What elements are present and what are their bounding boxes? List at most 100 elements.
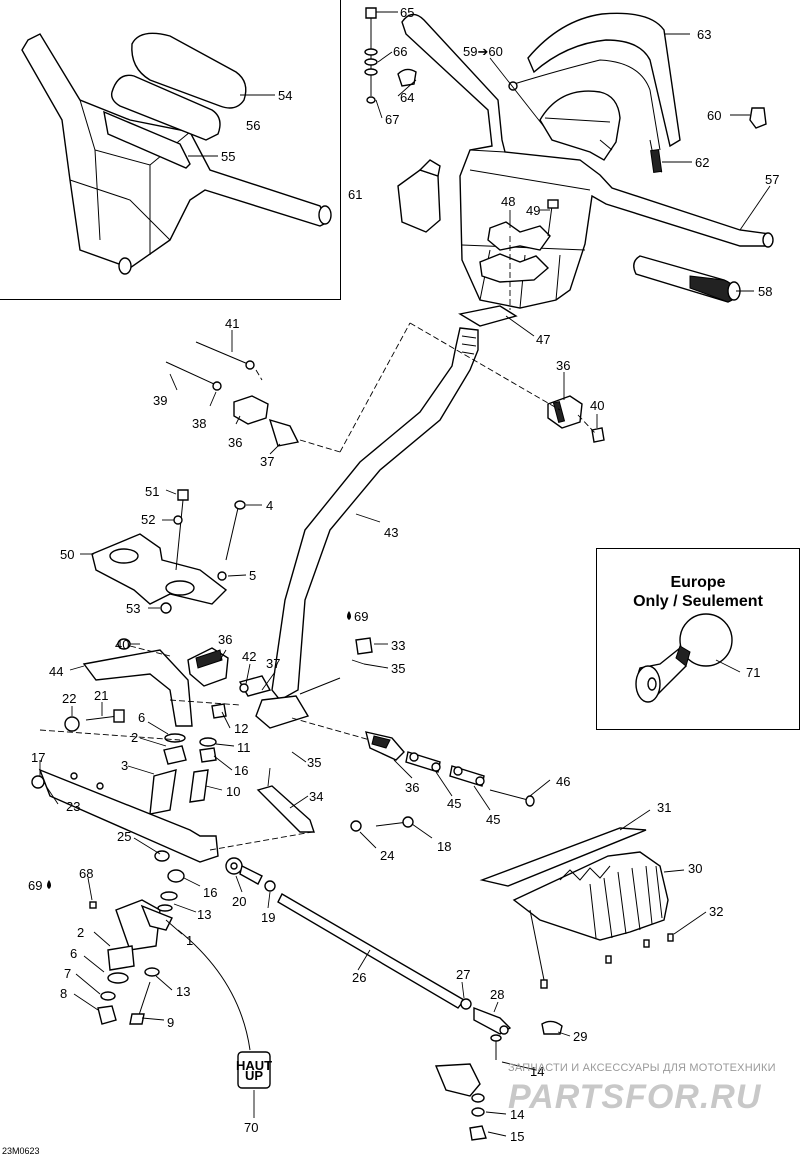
switch-housing bbox=[397, 159, 441, 233]
callout-71: 71 bbox=[746, 665, 760, 680]
callout-10: 10 bbox=[226, 784, 240, 799]
callout-43: 43 bbox=[384, 525, 398, 540]
callout-27: 27 bbox=[456, 967, 470, 982]
callout-16-a: 16 bbox=[234, 763, 248, 778]
callout-2-b: 2 bbox=[77, 925, 84, 940]
callout-65: 65 bbox=[400, 5, 414, 20]
lower-column bbox=[89, 850, 185, 1025]
callout-26: 26 bbox=[352, 970, 366, 985]
callout-30: 30 bbox=[688, 861, 702, 876]
cable-62 bbox=[649, 139, 663, 174]
inset-leaders bbox=[188, 94, 275, 157]
callout-16-b: 16 bbox=[203, 885, 217, 900]
callout-54: 54 bbox=[278, 88, 292, 103]
europe-only-box: Europe Only / Seulement bbox=[596, 548, 800, 730]
callout-44: 44 bbox=[49, 664, 63, 679]
callout-37-b: 37 bbox=[266, 656, 280, 671]
callout-3: 3 bbox=[121, 758, 128, 773]
callout-66: 66 bbox=[393, 44, 407, 59]
callout-18: 18 bbox=[437, 839, 451, 854]
callout-5: 5 bbox=[249, 568, 256, 583]
callout-1: 1 bbox=[186, 933, 193, 948]
callout-70: 70 bbox=[244, 1120, 258, 1135]
callout-63: 63 bbox=[697, 27, 711, 42]
callout-39: 39 bbox=[153, 393, 167, 408]
oil-drop-icon bbox=[347, 611, 351, 620]
callout-57: 57 bbox=[765, 172, 779, 187]
callout-23: 23 bbox=[66, 799, 80, 814]
callout-61: 61 bbox=[348, 187, 362, 202]
callout-68: 68 bbox=[79, 866, 93, 881]
callout-45-b: 45 bbox=[486, 812, 500, 827]
callout-62: 62 bbox=[695, 155, 709, 170]
callout-69-a: 69 bbox=[354, 609, 368, 624]
callout-49: 49 bbox=[526, 203, 540, 218]
callout-17: 17 bbox=[31, 750, 45, 765]
callout-8: 8 bbox=[60, 986, 67, 1001]
rod-end-parts bbox=[209, 717, 535, 851]
callout-58: 58 bbox=[758, 284, 772, 299]
hand-guard bbox=[508, 12, 681, 151]
upper-bearing bbox=[165, 322, 605, 453]
callout-46: 46 bbox=[556, 774, 570, 789]
small-hardware bbox=[364, 7, 417, 104]
callout-37-a: 37 bbox=[260, 454, 274, 469]
europe-note-line2: Only / Seulement bbox=[633, 593, 763, 610]
callout-36-a: 36 bbox=[556, 358, 570, 373]
callout-14-b: 14 bbox=[510, 1107, 524, 1122]
callout-69-b: 69 bbox=[28, 878, 42, 893]
haut-up-line1: HAUT bbox=[236, 1058, 272, 1073]
callout-4: 4 bbox=[266, 498, 273, 513]
callout-13-a: 13 bbox=[197, 907, 211, 922]
callout-6-a: 6 bbox=[138, 710, 145, 725]
callout-47: 47 bbox=[536, 332, 550, 347]
oil-drop-icons bbox=[47, 611, 351, 889]
callout-7: 7 bbox=[64, 966, 71, 981]
haut-up-line2: UP bbox=[245, 1068, 263, 1083]
callout-28: 28 bbox=[490, 987, 504, 1002]
handlebar bbox=[401, 13, 774, 309]
callout-19: 19 bbox=[261, 910, 275, 925]
oil-drop-icon bbox=[47, 880, 51, 889]
callout-34: 34 bbox=[309, 789, 323, 804]
boot-cover bbox=[479, 827, 674, 989]
clip-60 bbox=[749, 107, 767, 129]
callout-60: 60 bbox=[707, 108, 721, 123]
callout-24: 24 bbox=[380, 848, 394, 863]
callout-64: 64 bbox=[400, 90, 414, 105]
callout-50: 50 bbox=[60, 547, 74, 562]
pivot-parts bbox=[299, 637, 373, 695]
europe-note-line1: Europe bbox=[670, 574, 726, 591]
inset-pad bbox=[103, 32, 247, 169]
callout-labels: 65 66 64 67 63 59➔60 60 62 57 58 61 54 5… bbox=[28, 5, 779, 1144]
callout-22: 22 bbox=[62, 691, 76, 706]
callout-40-a: 40 bbox=[590, 398, 604, 413]
callout-56: 56 bbox=[246, 118, 260, 133]
handlebar-pad bbox=[539, 90, 621, 161]
callout-40-b: 40 bbox=[115, 637, 129, 652]
callout-11: 11 bbox=[237, 740, 251, 755]
callout-51: 51 bbox=[145, 484, 159, 499]
callout-15: 15 bbox=[510, 1129, 524, 1144]
callout-33: 33 bbox=[391, 638, 405, 653]
callout-67: 67 bbox=[385, 112, 399, 127]
callout-41: 41 bbox=[225, 316, 239, 331]
callout-48: 48 bbox=[501, 194, 515, 209]
callout-36-d: 36 bbox=[405, 780, 419, 795]
bracket-50 bbox=[91, 489, 246, 614]
callout-42: 42 bbox=[242, 649, 256, 664]
watermark-logo: PARTSFOR.RU bbox=[508, 1078, 762, 1116]
callout-45-a: 45 bbox=[447, 796, 461, 811]
callout-36-b: 36 bbox=[228, 435, 242, 450]
callout-21: 21 bbox=[94, 688, 108, 703]
callout-29: 29 bbox=[573, 1029, 587, 1044]
handlebar-clamp bbox=[458, 199, 559, 327]
leader-lines bbox=[39, 11, 771, 1137]
callout-53: 53 bbox=[126, 601, 140, 616]
callout-12: 12 bbox=[234, 721, 248, 736]
europe-horn bbox=[635, 613, 733, 703]
haut-up-label: HAUT UP bbox=[177, 929, 272, 1089]
callout-25: 25 bbox=[117, 829, 131, 844]
bracket-44 bbox=[82, 638, 249, 727]
